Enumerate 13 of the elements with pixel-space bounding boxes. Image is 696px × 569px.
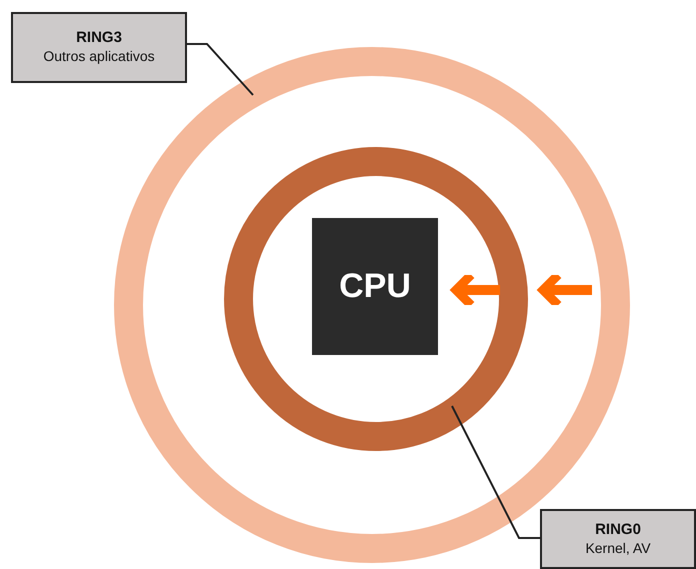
ring-name: RING0 <box>595 520 641 540</box>
label-box <box>540 509 696 569</box>
label-box <box>11 12 187 83</box>
ring-description: Outros aplicativos <box>43 48 155 66</box>
arrow <box>452 274 500 306</box>
cpu-block <box>312 218 438 355</box>
arrow <box>538 274 592 306</box>
leader-line <box>451 406 540 539</box>
ring-name: RING3 <box>76 29 122 48</box>
ring <box>224 147 528 451</box>
ring-description: Kernel, AV <box>585 540 651 558</box>
leader-line <box>187 43 254 96</box>
cpu-label: CPU <box>339 266 411 307</box>
